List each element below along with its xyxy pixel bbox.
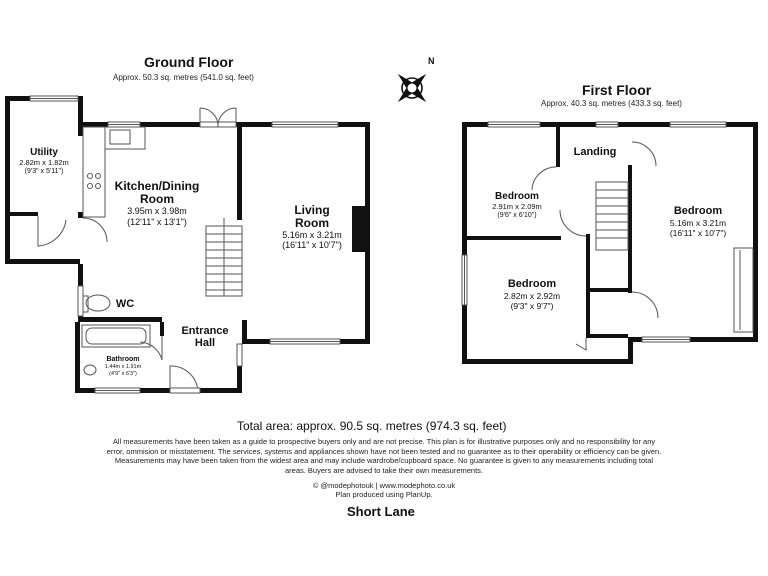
room-living-name-line2: Room (295, 216, 329, 230)
room-living: Living Room 5.16m x 3.21m (16'11" x 10'7… (270, 203, 354, 251)
room-bedroom-main-metric: 5.16m x 3.21m (669, 218, 727, 228)
room-bathroom-metric: 1.44m x 1.91m (104, 364, 142, 370)
room-living-imperial: (16'11" x 10'7") (282, 240, 342, 250)
room-wc: WC (110, 298, 140, 310)
room-bathroom-imperial: (4'9" x 6'3") (109, 370, 137, 377)
room-utility-imperial: (9'3" x 5'11") (24, 168, 64, 175)
room-bedroom-mid-metric: 2.82m x 2.92m (503, 291, 561, 301)
room-bedroom-mid-name: Bedroom (507, 278, 557, 290)
total-area: Total area: approx. 90.5 sq. metres (974… (237, 419, 507, 433)
ground-floor-area: Approx. 50.3 sq. metres (541.0 sq. feet) (113, 73, 254, 82)
room-bedroom-mid-imperial: (9'3" x 9'7") (510, 301, 554, 311)
first-floor-walls (462, 122, 758, 364)
room-kitchen-name-line2: Room (140, 192, 174, 206)
room-bedroom-mid: Bedroom 2.82m x 2.92m (9'3" x 9'7") (492, 278, 572, 311)
room-bedroom-main: Bedroom 5.16m x 3.21m (16'11" x 10'7") (656, 205, 740, 238)
room-bedroom-small: Bedroom 2.91m x 2.09m (9'6" x 6'10") (482, 191, 552, 220)
room-landing-name: Landing (573, 146, 617, 158)
room-landing: Landing (568, 146, 622, 158)
first-floor-fixtures (461, 121, 754, 351)
room-living-metric: 5.16m x 3.21m (282, 230, 342, 240)
room-bathroom-name: Bathroom (106, 356, 140, 363)
compass-north-label: N (428, 56, 435, 66)
first-floor-area: Approx. 40.3 sq. metres (433.3 sq. feet) (541, 99, 682, 108)
room-entrance-name: Entrance (181, 325, 229, 337)
room-kitchen-dining: Kitchen/Dining Room 3.95m x 3.98m (12'11… (112, 179, 202, 228)
property-name: Short Lane (347, 504, 415, 519)
room-utility-metric: 2.82m x 1.82m (19, 158, 69, 167)
room-utility: Utility 2.82m x 1.82m (9'3" x 5'11") (12, 147, 76, 176)
credit-line-1: © @modephotouk | www.modephoto.co.uk (312, 481, 456, 490)
ground-floor-title: Ground Floor (144, 54, 234, 70)
room-bedroom-small-imperial: (9'6" x 6'10") (497, 212, 537, 219)
disclaimer-text: All measurements have been taken as a gu… (106, 437, 662, 475)
compass-rose (397, 73, 427, 103)
room-entrance-name-line2: Hall (194, 337, 216, 349)
ground-floor-fixtures (29, 95, 341, 394)
room-kitchen-name: Kitchen/Dining (114, 179, 200, 193)
room-bedroom-small-metric: 2.91m x 2.09m (492, 202, 542, 211)
room-entrance-hall: Entrance Hall (175, 325, 235, 349)
room-bathroom: Bathroom 1.44m x 1.91m (4'9" x 6'3") (98, 356, 148, 377)
room-bedroom-main-imperial: (16'11" x 10'7") (669, 228, 727, 238)
room-living-name: Living (294, 203, 330, 217)
room-bedroom-small-name: Bedroom (495, 191, 539, 202)
room-utility-name: Utility (30, 147, 58, 158)
first-floor-title: First Floor (582, 82, 652, 98)
credit-line-2: Plan produced using PlanUp. (335, 490, 433, 499)
room-bedroom-main-name: Bedroom (673, 205, 723, 217)
room-wc-name: WC (115, 298, 135, 310)
room-kitchen-imperial: (12'11" x 13'1") (127, 217, 187, 227)
room-kitchen-metric: 3.95m x 3.98m (127, 206, 187, 216)
